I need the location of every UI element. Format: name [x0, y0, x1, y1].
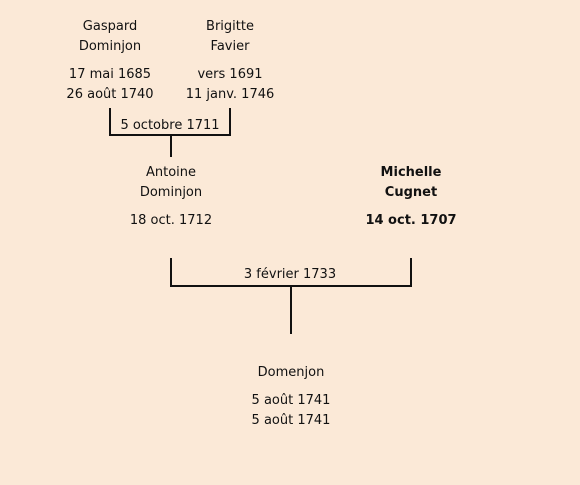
birth-date: 17 mai 1685: [68, 67, 152, 82]
connector-antoine-down: [170, 258, 172, 287]
death-date: 26 août 1740: [66, 87, 154, 102]
last-name: Cugnet: [384, 185, 438, 200]
marriage-bar-1: [109, 134, 231, 136]
death-date: 11 janv. 1746: [185, 87, 275, 102]
person-michelle-cugnet: Michelle Cugnet 14 oct. 1707: [336, 163, 486, 231]
first-name: Brigitte: [206, 19, 254, 34]
last-name: Dominjon: [139, 185, 203, 200]
first-name: Gaspard: [82, 19, 138, 34]
first-name: Antoine: [145, 165, 197, 180]
marriage-date-1: 5 octobre 1711: [120, 118, 220, 133]
marriage-date-2: 3 février 1733: [243, 267, 337, 282]
birth-date: 5 août 1741: [251, 393, 331, 408]
person-gaspard-dominjon: Gaspard Dominjon 17 mai 1685 26 août 174…: [35, 17, 185, 105]
death-date: 5 août 1741: [251, 413, 331, 428]
person-domenjon-child: Domenjon 5 août 1741 5 août 1741: [216, 363, 366, 431]
connector-gaspard-down: [109, 108, 111, 136]
person-antoine-dominjon: Antoine Dominjon 18 oct. 1712: [96, 163, 246, 231]
connector-to-antoine: [170, 136, 172, 157]
birth-date: 14 oct. 1707: [365, 213, 457, 228]
person-brigitte-favier: Brigitte Favier vers 1691 11 janv. 1746: [155, 17, 305, 105]
last-name: Dominjon: [78, 39, 142, 54]
connector-to-child: [290, 287, 292, 334]
connector-michelle-down: [410, 258, 412, 287]
birth-date: 18 oct. 1712: [129, 213, 213, 228]
birth-date: vers 1691: [197, 67, 263, 82]
first-name: Michelle: [380, 165, 442, 180]
connector-brigitte-down: [229, 108, 231, 136]
last-name: Domenjon: [257, 365, 325, 380]
last-name: Favier: [210, 39, 250, 54]
marriage-bar-2: [170, 285, 412, 287]
